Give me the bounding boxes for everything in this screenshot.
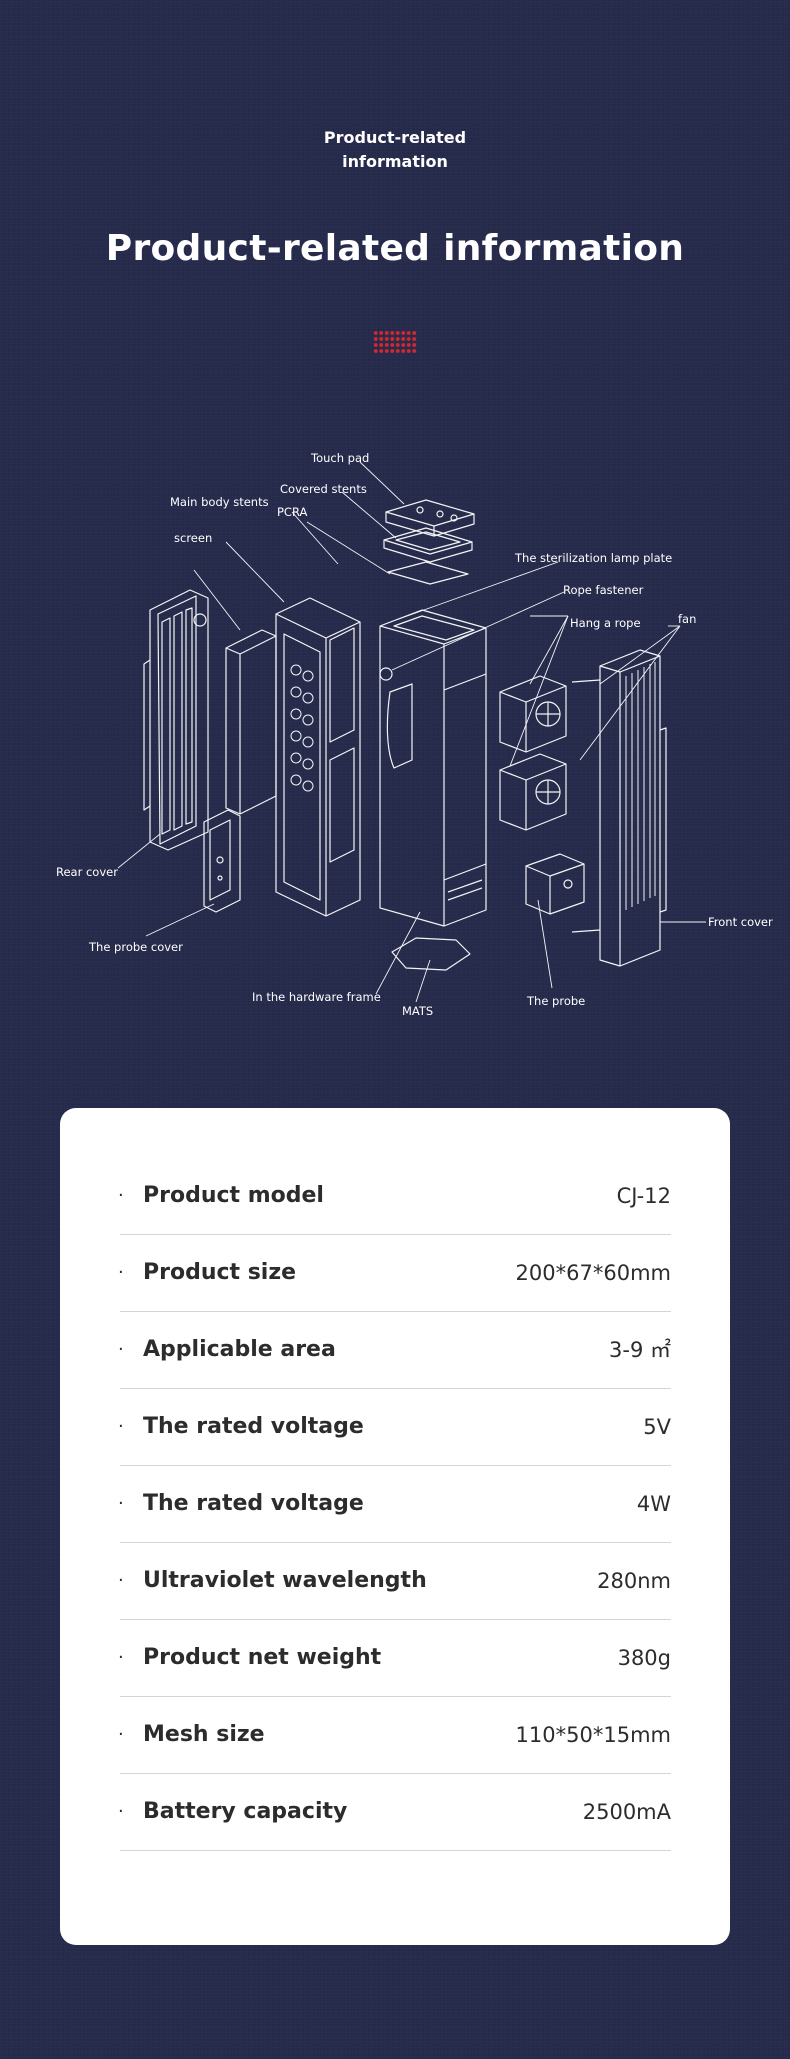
spec-label: Battery capacity <box>143 1799 348 1824</box>
screen-part <box>225 629 277 815</box>
spec-value: 5V <box>643 1415 671 1439</box>
spec-value: 380g <box>617 1646 671 1670</box>
bullet: · <box>118 1570 124 1591</box>
diagram-labels: Touch pad Covered stents Main body stent… <box>56 451 773 1018</box>
probe-part <box>525 853 585 915</box>
spec-label: The rated voltage <box>143 1491 364 1516</box>
spec-label: Ultraviolet wavelength <box>143 1568 427 1593</box>
spec-row-rated-power: · The rated voltage 4W <box>118 1466 671 1543</box>
spec-label: Applicable area <box>143 1337 336 1362</box>
label-the-probe: The probe <box>526 994 585 1008</box>
bullet: · <box>118 1724 124 1745</box>
spec-label: Product net weight <box>143 1645 382 1670</box>
spec-value: 280nm <box>597 1569 671 1593</box>
spec-value: 200*67*60mm <box>515 1261 671 1285</box>
label-mats: MATS <box>402 1004 433 1018</box>
page-title: Product-related information <box>105 228 685 269</box>
label-rear-cover: Rear cover <box>56 865 118 879</box>
probe-cover-part <box>203 809 241 913</box>
label-rope-fastener: Rope fastener <box>563 583 644 597</box>
section-eyebrow: Product-related information <box>0 126 790 174</box>
fan-parts <box>499 675 567 831</box>
label-hang-a-rope: Hang a rope <box>570 616 641 630</box>
spec-row-product-size: · Product size 200*67*60mm <box>118 1235 671 1312</box>
bullet: · <box>118 1416 124 1437</box>
label-front-cover: Front cover <box>708 915 773 929</box>
spec-label: The rated voltage <box>143 1414 364 1439</box>
spec-label: Product model <box>143 1183 324 1208</box>
label-fan: fan <box>678 612 696 626</box>
spec-value: CJ-12 <box>616 1184 671 1208</box>
rear-cover-part <box>143 589 209 851</box>
spec-row-product-model: · Product model CJ-12 <box>118 1158 671 1235</box>
spec-card: · Product model CJ-12 · Product size 200… <box>60 1108 730 1945</box>
label-touch-pad: Touch pad <box>310 451 369 465</box>
spec-label: Product size <box>143 1260 297 1285</box>
main-body-stent-part <box>275 597 361 917</box>
bullet: · <box>118 1262 124 1283</box>
spec-row-uv-wavelength: · Ultraviolet wavelength 280nm <box>118 1543 671 1620</box>
spec-value: 4W <box>636 1492 671 1516</box>
spec-row-battery-capacity: · Battery capacity 2500mA <box>118 1774 671 1851</box>
callout-lines <box>117 461 706 1003</box>
label-sterilization-lamp-plate: The sterilization lamp plate <box>514 551 672 565</box>
front-cover-part <box>571 649 667 967</box>
hardware-frame-part <box>379 609 487 927</box>
spec-row-rated-voltage: · The rated voltage 5V <box>118 1389 671 1466</box>
label-main-body-stents: Main body stents <box>170 495 269 509</box>
spec-value: 3-9 ㎡ <box>609 1338 671 1362</box>
spec-list: · Product model CJ-12 · Product size 200… <box>118 1158 671 1851</box>
top-stack-part <box>383 499 475 585</box>
label-covered-stents: Covered stents <box>280 482 367 496</box>
decorative-dots <box>373 330 417 354</box>
label-pcra: PCRA <box>277 505 307 519</box>
exploded-view-illustration: Touch pad Covered stents Main body stent… <box>56 451 773 1018</box>
exploded-view-diagram: Touch pad Covered stents Main body stent… <box>0 430 790 1030</box>
bullet: · <box>118 1647 124 1668</box>
spec-row-mesh-size: · Mesh size 110*50*15mm <box>118 1697 671 1774</box>
bullet: · <box>118 1339 124 1360</box>
bullet: · <box>118 1493 124 1514</box>
spec-row-net-weight: · Product net weight 380g <box>118 1620 671 1697</box>
bullet: · <box>118 1801 124 1822</box>
eyebrow-line-2: information <box>342 152 448 171</box>
spec-value: 110*50*15mm <box>515 1723 671 1747</box>
spec-row-applicable-area: · Applicable area 3-9 ㎡ <box>118 1312 671 1389</box>
label-screen: screen <box>174 531 212 545</box>
bullet: · <box>118 1185 124 1206</box>
label-probe-cover: The probe cover <box>88 940 183 954</box>
eyebrow-line-1: Product-related <box>323 128 467 147</box>
mats-part <box>391 937 471 971</box>
spec-value: 2500mA <box>582 1800 671 1824</box>
spec-label: Mesh size <box>143 1722 265 1747</box>
label-hardware-frame: In the hardware frame <box>252 990 381 1004</box>
